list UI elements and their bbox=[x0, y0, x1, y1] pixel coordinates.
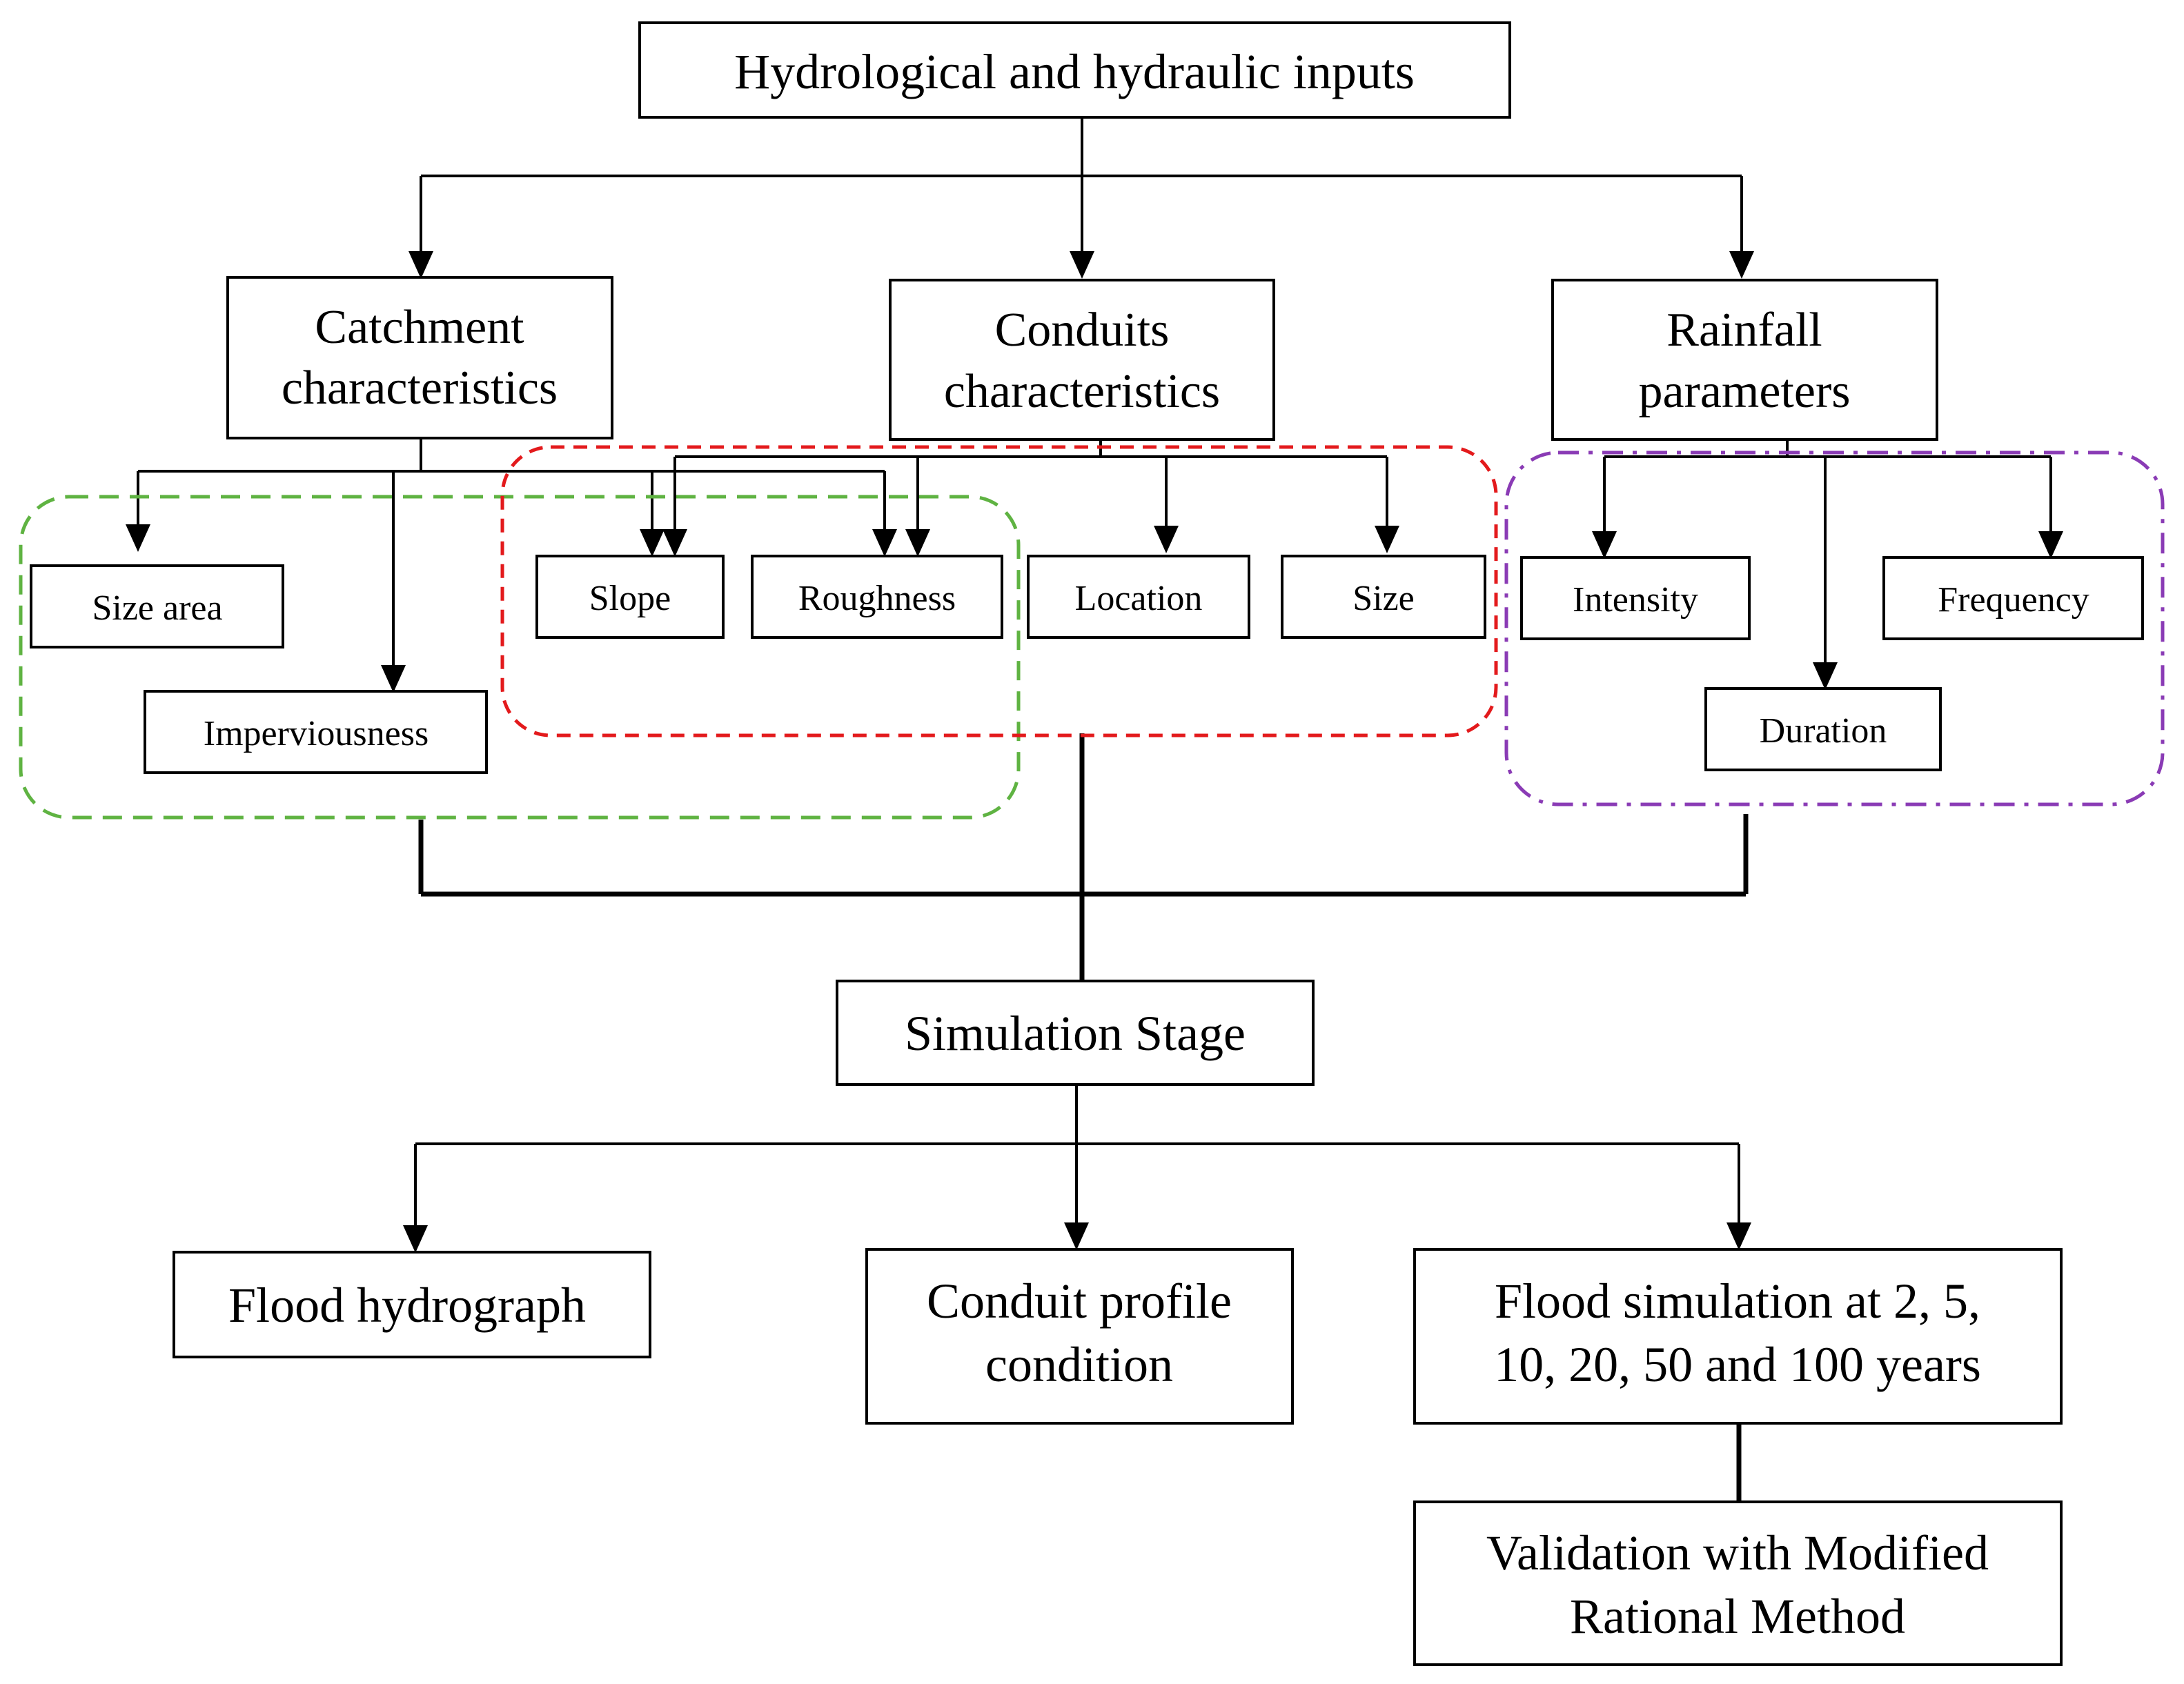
node-conduit-profile: Conduit profile condition bbox=[865, 1248, 1294, 1425]
rainfall-group-outline bbox=[1504, 450, 2165, 806]
node-duration: Duration bbox=[1704, 687, 1942, 771]
node-duration-label: Duration bbox=[1760, 711, 1887, 751]
node-flood-sim-line2: 10, 20, 50 and 100 years bbox=[1494, 1337, 1981, 1392]
node-validation-line2: Rational Method bbox=[1570, 1589, 1905, 1644]
node-intensity: Intensity bbox=[1520, 556, 1751, 640]
node-imperviousness: Imperviousness bbox=[144, 690, 488, 774]
node-catchment-line1: Catchment bbox=[315, 301, 524, 354]
node-validation: Validation with Modified Rational Method bbox=[1413, 1500, 2063, 1666]
node-size: Size bbox=[1281, 555, 1486, 639]
connectors bbox=[126, 117, 2063, 1500]
node-catchment-line2: characteristics bbox=[282, 361, 558, 415]
node-conduits-line2: characteristics bbox=[944, 365, 1220, 418]
node-size-label: Size bbox=[1352, 579, 1415, 618]
node-inputs: Hydrological and hydraulic inputs bbox=[638, 21, 1511, 119]
node-roughness: Roughness bbox=[751, 555, 1003, 639]
node-size-area: Size area bbox=[30, 564, 284, 648]
node-size-area-label: Size area bbox=[92, 588, 222, 628]
node-simulation: Simulation Stage bbox=[836, 980, 1315, 1086]
node-imperviousness-label: Imperviousness bbox=[204, 714, 429, 753]
node-slope-label: Slope bbox=[589, 579, 671, 618]
node-conduit-profile-line1: Conduit profile bbox=[927, 1274, 1232, 1329]
node-location-label: Location bbox=[1075, 579, 1203, 618]
conduit-group-outline bbox=[500, 445, 1498, 737]
node-slope: Slope bbox=[535, 555, 725, 639]
node-hydrograph-label: Flood hydrograph bbox=[228, 1278, 586, 1333]
node-roughness-label: Roughness bbox=[798, 579, 956, 618]
node-catchment: Catchment characteristics bbox=[226, 276, 613, 439]
node-validation-line1: Validation with Modified bbox=[1486, 1525, 1989, 1581]
node-rainfall-line1: Rainfall bbox=[1666, 304, 1822, 357]
node-conduit-profile-line2: condition bbox=[985, 1337, 1173, 1392]
node-intensity-label: Intensity bbox=[1573, 580, 1698, 620]
node-conduits-line1: Conduits bbox=[995, 304, 1170, 357]
node-simulation-label: Simulation Stage bbox=[905, 1006, 1246, 1061]
node-frequency: Frequency bbox=[1882, 556, 2144, 640]
node-flood-sim-line1: Flood simulation at 2, 5, bbox=[1495, 1274, 1980, 1329]
node-inputs-label: Hydrological and hydraulic inputs bbox=[734, 44, 1415, 99]
node-location: Location bbox=[1027, 555, 1250, 639]
node-frequency-label: Frequency bbox=[1938, 580, 2089, 620]
node-hydrograph: Flood hydrograph bbox=[173, 1251, 651, 1358]
node-conduits: Conduits characteristics bbox=[889, 279, 1275, 441]
node-rainfall: Rainfall parameters bbox=[1551, 279, 1938, 441]
node-rainfall-line2: parameters bbox=[1638, 365, 1850, 418]
node-flood-sim: Flood simulation at 2, 5, 10, 20, 50 and… bbox=[1413, 1248, 2063, 1425]
